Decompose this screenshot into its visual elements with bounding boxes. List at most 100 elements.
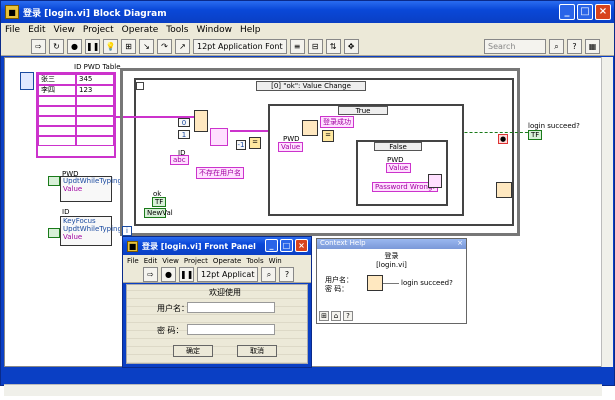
close-button[interactable]: × [595,4,611,20]
fp-close-button[interactable]: × [295,239,308,252]
vi-icon: ■ [5,5,19,19]
step-over-icon[interactable]: ↷ [157,38,172,54]
run-arrow-icon[interactable]: ⇨ [31,38,46,54]
maximize-button[interactable]: □ [577,4,593,20]
newval-terminal[interactable]: NewVal [144,208,173,218]
menu-tools[interactable]: Tools [166,25,189,35]
pwd-false-label: PWD [387,156,404,164]
search-array-node[interactable] [210,128,228,146]
equal-compare-node[interactable]: = [249,137,261,149]
menu-operate[interactable]: Operate [121,25,159,35]
ch-vi-icon [367,275,383,291]
retain-wire-icon[interactable]: ⊞ [121,38,136,54]
fp-menu-tools[interactable]: Tools [246,257,264,265]
numeric-constant[interactable]: 1 [178,130,190,139]
vertical-scrollbar[interactable] [601,57,613,367]
fp-title: 登录 [login.vi] Front Panel [142,241,256,251]
font-select[interactable]: 12pt Application Font [193,38,287,54]
wire [230,130,270,132]
menu-view[interactable]: View [53,25,75,35]
run-continuous-icon[interactable]: ↻ [49,38,64,54]
fp-search-icon[interactable]: ⌕ [261,267,277,282]
step-out-icon[interactable]: ↗ [175,38,190,54]
fp-help-icon[interactable]: ? [279,267,295,282]
id-pwd-table[interactable]: 张三 345 李四 123 [36,72,116,158]
ch-input-2: 密 码： [325,285,349,293]
dialog-node[interactable] [428,174,442,188]
ch-titlebar[interactable]: Context Help × [317,239,466,249]
fp-titlebar[interactable]: ■ 登录 [login.vi] Front Panel _ □ × [123,237,311,255]
index-array-node[interactable] [194,110,208,132]
password-input[interactable] [187,324,275,335]
no-user-string[interactable]: 不存在用户名 [196,167,244,179]
table-cell: 张三 [38,74,76,85]
stop-icon[interactable]: ● [498,134,508,144]
menu-window[interactable]: Window [196,25,232,35]
step-into-icon[interactable]: ↘ [139,38,154,54]
fp-run-arrow-icon[interactable]: ⇨ [143,267,158,282]
fp-panel[interactable]: 欢迎使用 用户名： 密 码： 确定 取消 [126,284,308,364]
string-compare-node[interactable]: = [322,130,334,142]
id-string-indicator[interactable]: abc [170,155,189,165]
table-index-control[interactable] [20,72,34,90]
id-property-node[interactable]: KeyFocus UpdtWhileTyping Value [60,216,122,246]
fp-abort-icon[interactable]: ● [161,267,176,282]
menu-help[interactable]: Help [239,25,261,35]
table-cell: 123 [76,85,114,96]
id-prop-value: Value [63,233,83,241]
ok-terminal[interactable]: TF [152,197,167,207]
cancel-button[interactable]: 取消 [237,345,277,357]
menu-project[interactable]: Project [82,25,114,35]
case-structure-inner[interactable] [356,140,448,206]
one-button-dialog-icon[interactable] [496,182,512,198]
ch-close-icon[interactable]: × [457,239,463,247]
login-succeed-indicator[interactable]: TF [528,130,543,140]
search-icon[interactable]: ⌕ [549,38,564,54]
fp-menu-project[interactable]: Project [183,257,208,265]
help-icon[interactable]: ? [567,38,582,54]
fp-maximize-button[interactable]: □ [280,239,293,252]
search-input[interactable]: Search [484,38,546,54]
fp-menu-edit[interactable]: Edit [143,257,158,265]
event-case-selector[interactable]: [0] "ok": Value Change [256,81,366,91]
fp-menu-view[interactable]: View [162,257,179,265]
fp-font-select[interactable]: 12pt Applicat [197,267,259,282]
minimize-button[interactable]: _ [559,4,575,20]
reorder-icon[interactable]: ⇅ [325,38,341,54]
ch-help-icon[interactable]: ? [343,311,353,321]
while-loop[interactable] [120,68,520,236]
vi-connector-icon[interactable]: ▦ [585,38,600,54]
ch-lock-icon[interactable]: ⊞ [319,311,329,321]
abort-icon[interactable]: ● [67,38,82,54]
pwd-false-value[interactable]: Value [386,163,412,173]
index-array-node-2[interactable] [302,120,318,136]
username-input[interactable] [187,302,275,313]
fp-menu-file[interactable]: File [127,257,139,265]
pause-icon[interactable]: ❚❚ [85,38,100,54]
minus-one-constant[interactable]: -1 [236,140,246,150]
highlight-icon[interactable]: 💡 [103,38,118,54]
toolbar: ⇨ ↻ ● ❚❚ 💡 ⊞ ↘ ↷ ↗ 12pt Application Font… [1,37,614,56]
cleanup-icon[interactable]: ✥ [343,38,359,54]
fp-menu-operate[interactable]: Operate [212,257,242,265]
main-titlebar[interactable]: ■ 登录 [login.vi] Block Diagram _ □ × [1,1,614,23]
distribute-icon[interactable]: ⊟ [307,38,323,54]
ok-button[interactable]: 确定 [173,345,213,357]
login-success-string[interactable]: 登录成功 [320,116,354,128]
ch-detail-icon[interactable]: ⌂ [331,311,341,321]
pwd-true-value[interactable]: Value [278,142,304,152]
fp-menu-window[interactable]: Win [268,257,282,265]
true-constant[interactable] [48,228,60,238]
menu-file[interactable]: File [5,25,21,35]
window-title: 登录 [login.vi] Block Diagram [23,8,167,19]
pwd-property-node[interactable]: UpdtWhileTyping Value [60,176,122,202]
fp-minimize-button[interactable]: _ [265,239,278,252]
true-constant[interactable] [48,176,60,186]
align-icon[interactable]: ≡ [289,38,305,54]
numeric-constant[interactable]: 0 [178,118,190,127]
outer-case-selector[interactable]: True [338,106,388,115]
fp-pause-icon[interactable]: ❚❚ [179,267,194,282]
inner-case-selector[interactable]: False [374,142,422,151]
menu-edit[interactable]: Edit [28,25,46,35]
horizontal-scrollbar[interactable] [4,384,602,396]
